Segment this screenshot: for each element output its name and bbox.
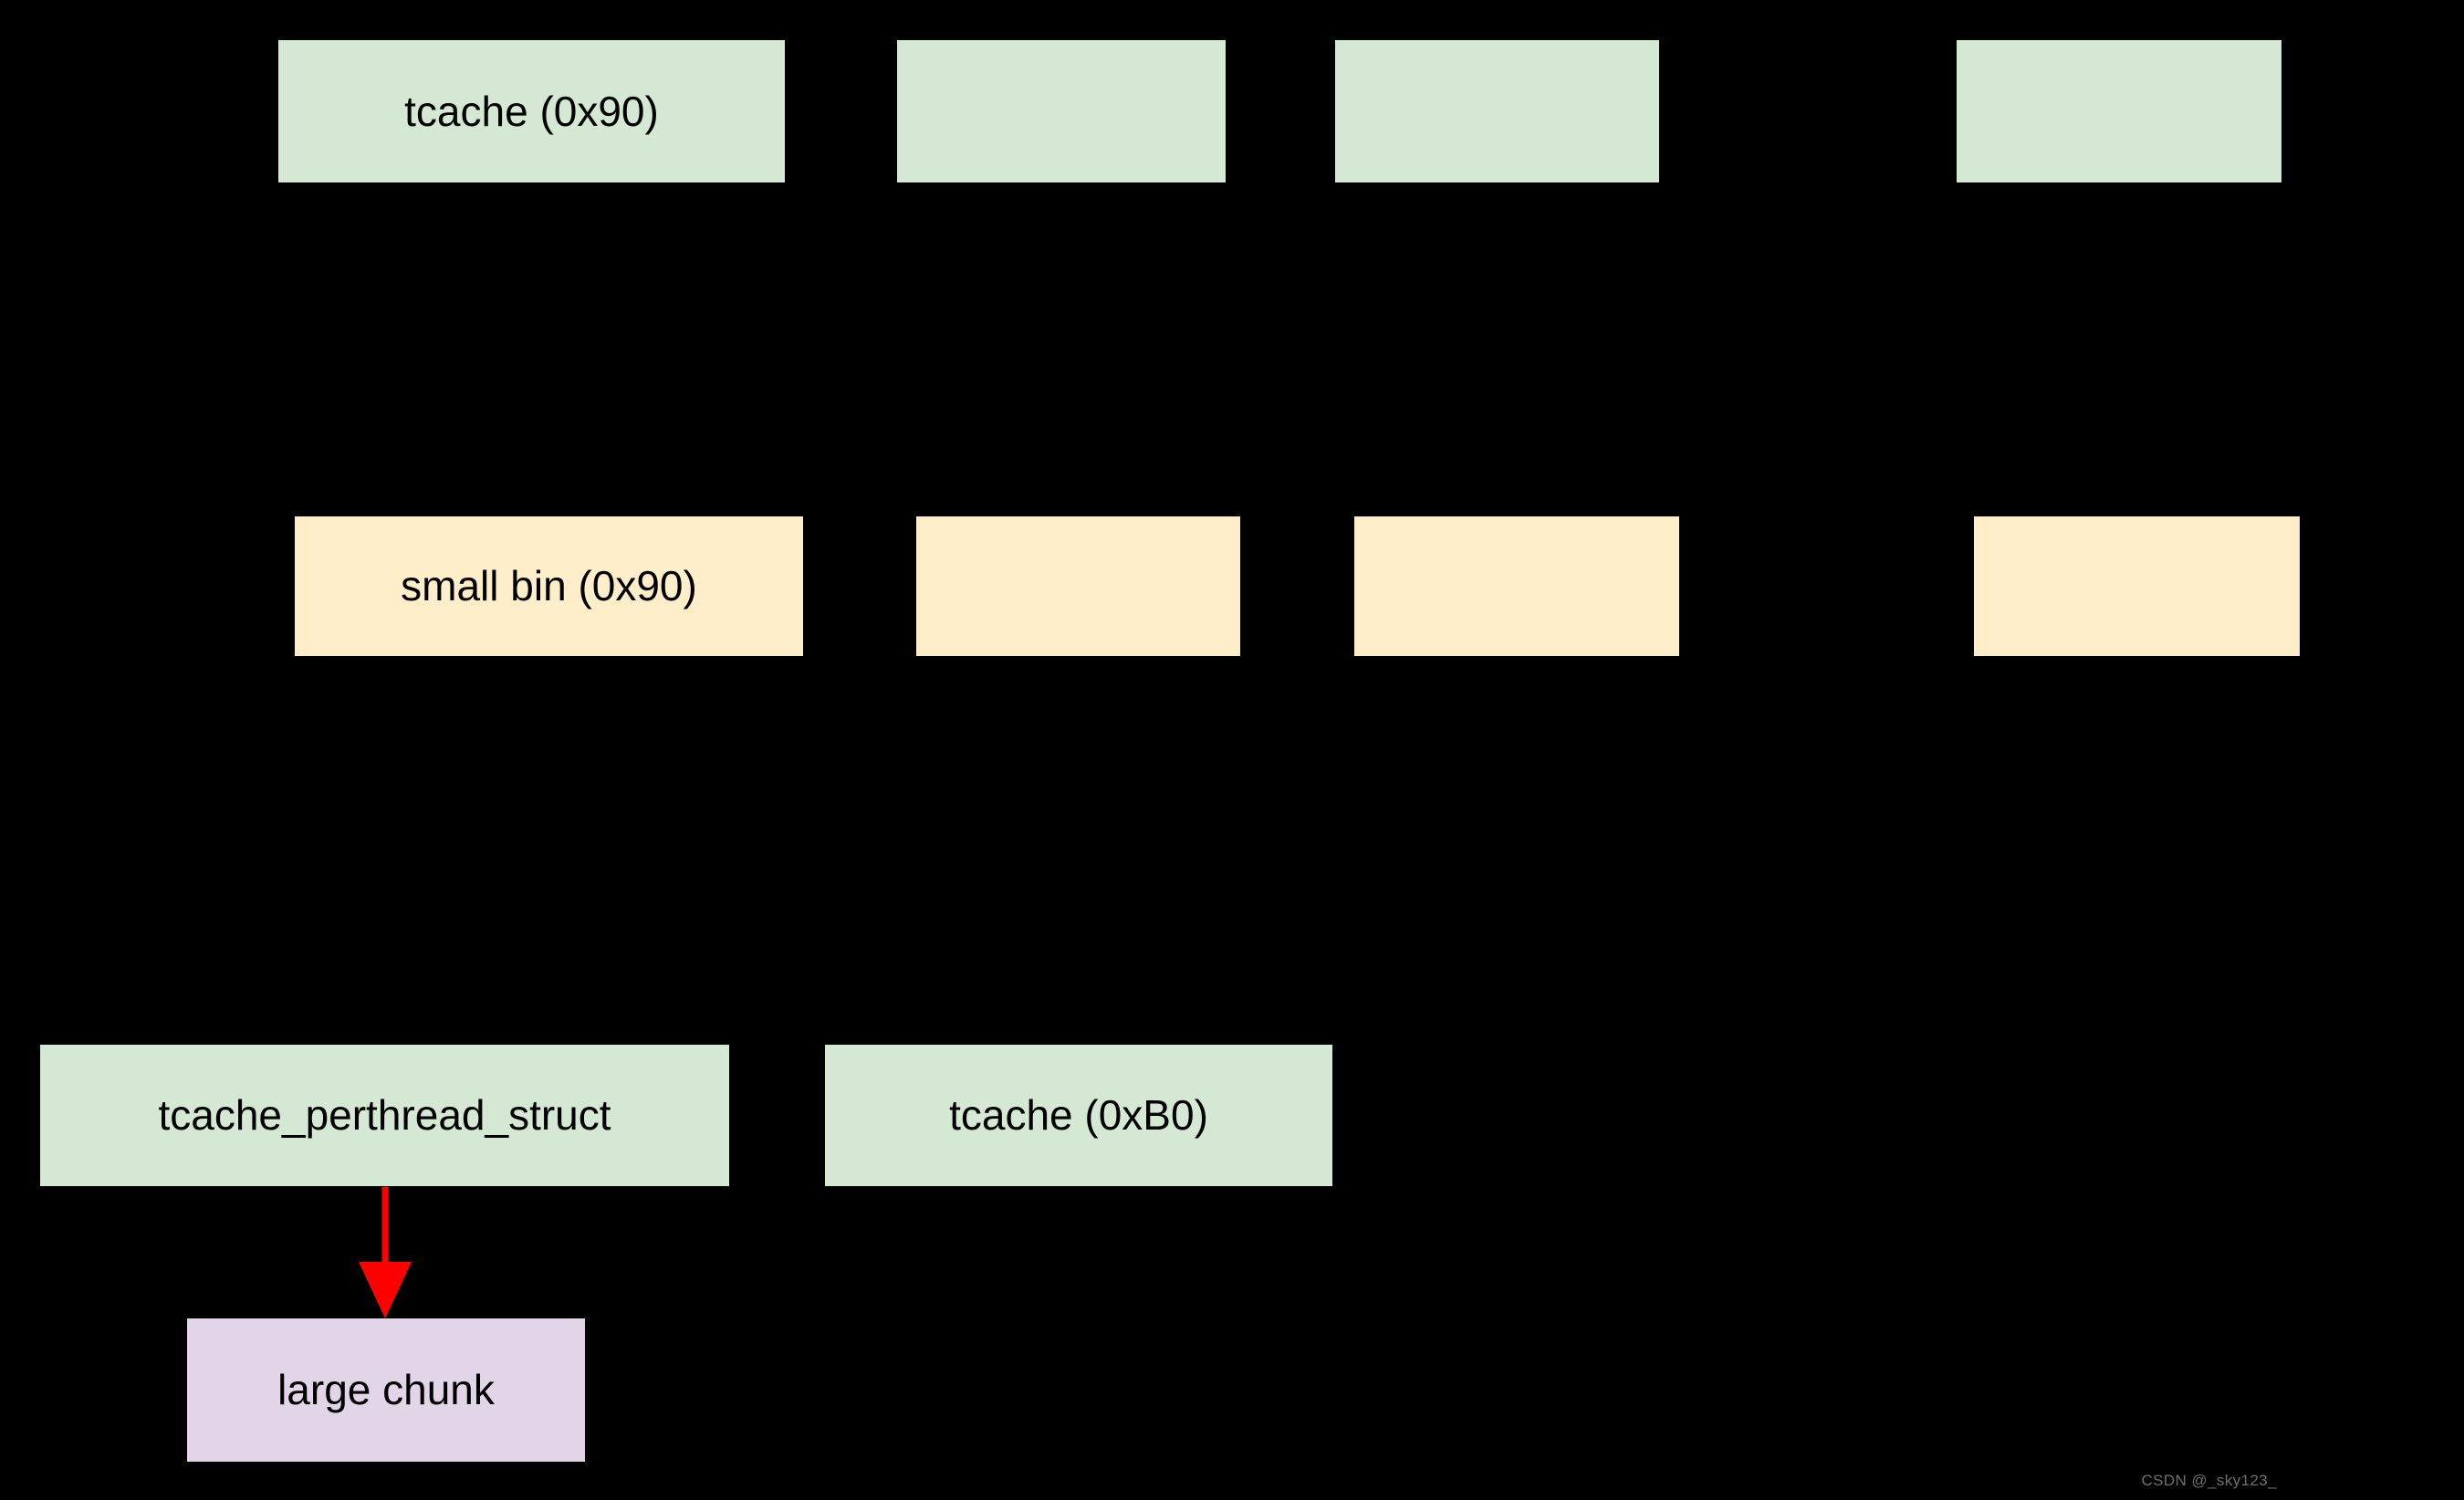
node-label: tcache_perthread_struct bbox=[158, 1091, 611, 1140]
node-empty-small-bin-0x90-row-1[interactable] bbox=[916, 516, 1240, 656]
node-tcache-0x90[interactable]: tcache (0x90) bbox=[278, 40, 785, 182]
node-empty-tcache-0x90-row-1[interactable] bbox=[897, 40, 1226, 182]
node-large-chunk[interactable]: large chunk bbox=[187, 1318, 585, 1462]
arrow-head bbox=[359, 1262, 412, 1318]
node-small-bin-0x90[interactable]: small bin (0x90) bbox=[295, 516, 803, 656]
watermark: CSDN @_sky123_ bbox=[2141, 1472, 2277, 1489]
node-tcache-perthread-struct[interactable]: tcache_perthread_struct bbox=[40, 1045, 729, 1186]
node-tcache-0xb0[interactable]: tcache (0xB0) bbox=[825, 1045, 1332, 1186]
node-label: tcache (0xB0) bbox=[949, 1091, 1208, 1140]
node-empty-small-bin-0x90-row-2[interactable] bbox=[1354, 516, 1679, 656]
node-empty-tcache-0x90-row-2[interactable] bbox=[1335, 40, 1659, 182]
node-empty-tcache-0x90-row-3[interactable] bbox=[1957, 40, 2281, 182]
struct-to-large-chunk-arrow bbox=[359, 1187, 412, 1318]
node-label: small bin (0x90) bbox=[401, 562, 697, 610]
node-empty-small-bin-0x90-row-3[interactable] bbox=[1974, 516, 2300, 656]
node-label: large chunk bbox=[277, 1366, 495, 1414]
node-label: tcache (0x90) bbox=[404, 87, 659, 135]
